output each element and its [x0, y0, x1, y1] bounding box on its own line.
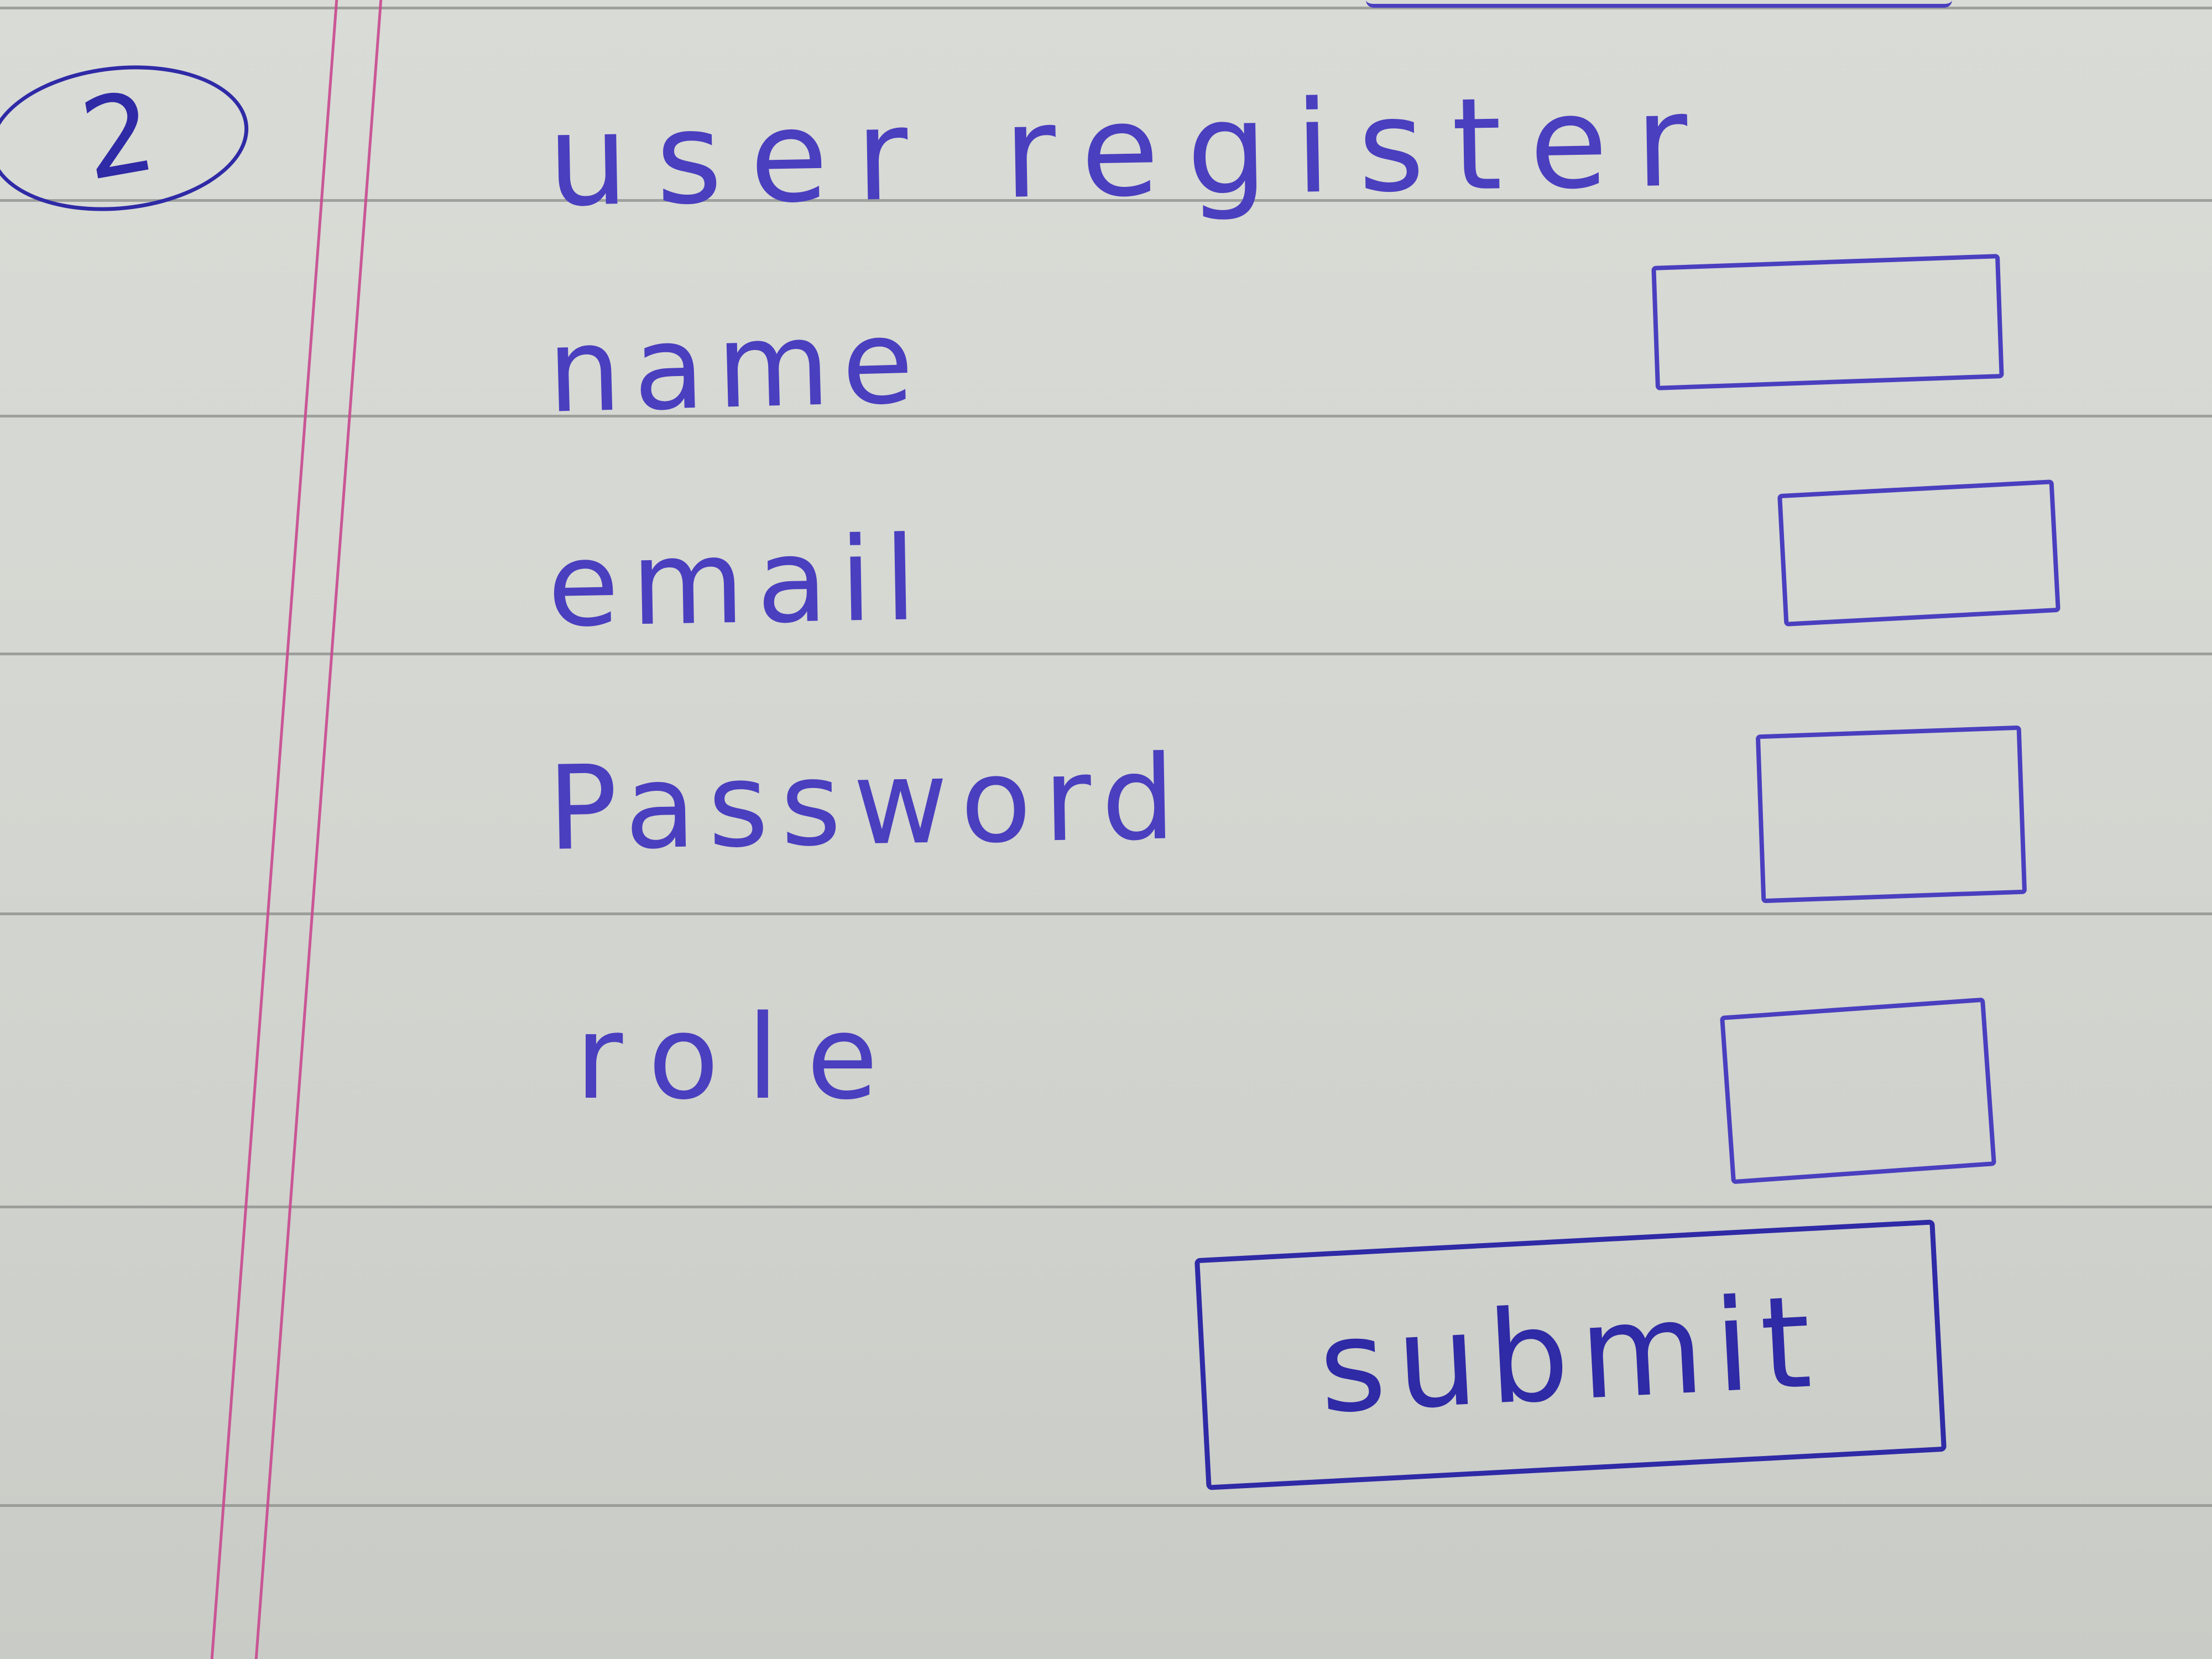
ruled-line: [0, 1206, 2212, 1208]
role-field[interactable]: [1719, 997, 1997, 1185]
ruled-line: [0, 912, 2212, 915]
ruled-line: [0, 1504, 2212, 1507]
ruled-line: [0, 7, 2212, 9]
password-label: Password: [546, 729, 1188, 877]
name-field[interactable]: [1651, 254, 2004, 390]
email-field[interactable]: [1777, 479, 2060, 627]
page-title: user register: [546, 67, 1717, 236]
ruled-line: [0, 199, 2212, 202]
role-label: role: [575, 990, 906, 1125]
password-field[interactable]: [1755, 725, 2027, 904]
email-label: email: [546, 511, 930, 653]
ruled-line: [0, 653, 2212, 655]
submit-button[interactable]: submit: [1194, 1219, 1947, 1490]
submit-button-label: submit: [1315, 1267, 1826, 1442]
ruled-line: [0, 415, 2212, 418]
name-label: name: [545, 294, 927, 439]
top-stroke: [1366, 0, 1952, 8]
